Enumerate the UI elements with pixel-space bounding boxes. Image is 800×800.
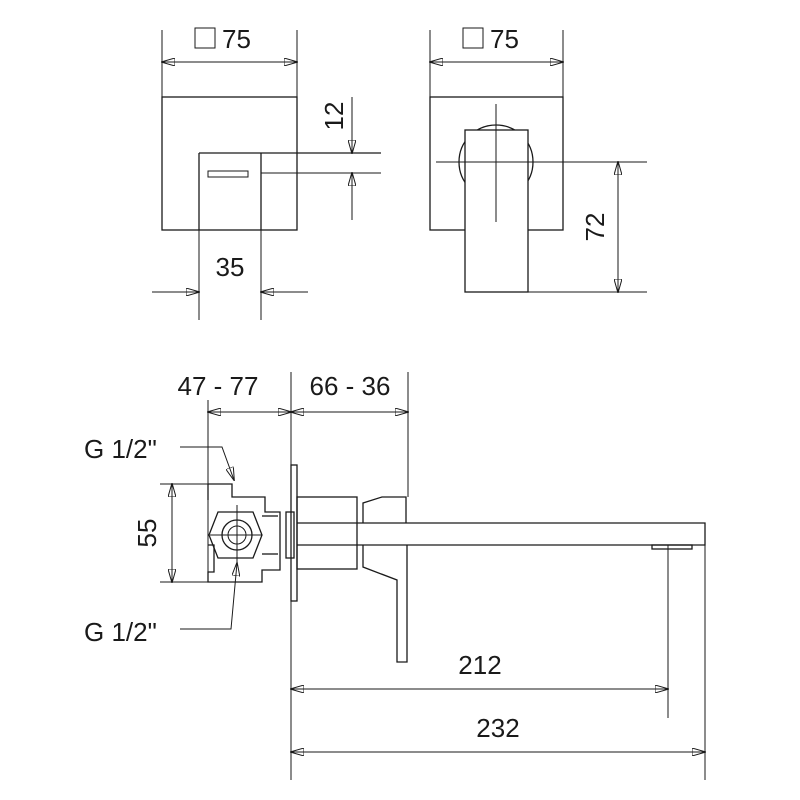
square-section-icon xyxy=(194,27,216,49)
inlet-top-label: G 1/2" xyxy=(84,434,157,464)
body-height-label: 55 xyxy=(132,519,162,548)
square-section-icon xyxy=(462,27,484,49)
lever-view: 75 72 xyxy=(430,24,647,292)
spout-outlet xyxy=(207,170,249,178)
front-view: 75 12 35 xyxy=(152,24,381,320)
lever-top xyxy=(362,496,407,523)
total-length-label: 232 xyxy=(476,713,519,743)
spout xyxy=(297,522,706,546)
inlet-bottom-label: G 1/2" xyxy=(84,617,157,647)
front-width-label: 75 xyxy=(222,24,251,54)
spout-thickness-label: 12 xyxy=(319,102,349,131)
side-width-label: 75 xyxy=(490,24,519,54)
valve-body xyxy=(207,483,281,583)
inlet-nut xyxy=(208,511,263,559)
side-view: 47 - 77 66 - 36 55 G 1/2" G 1/2" xyxy=(84,371,705,780)
body-depth-label: 47 - 77 xyxy=(178,371,259,401)
lever-height-label: 72 xyxy=(580,213,610,242)
spout-outlet xyxy=(651,544,693,550)
plate-depth-label: 66 - 36 xyxy=(310,371,391,401)
lever-handle xyxy=(362,545,408,663)
spout-reach-label: 212 xyxy=(458,650,501,680)
spout-width-label: 35 xyxy=(216,252,245,282)
